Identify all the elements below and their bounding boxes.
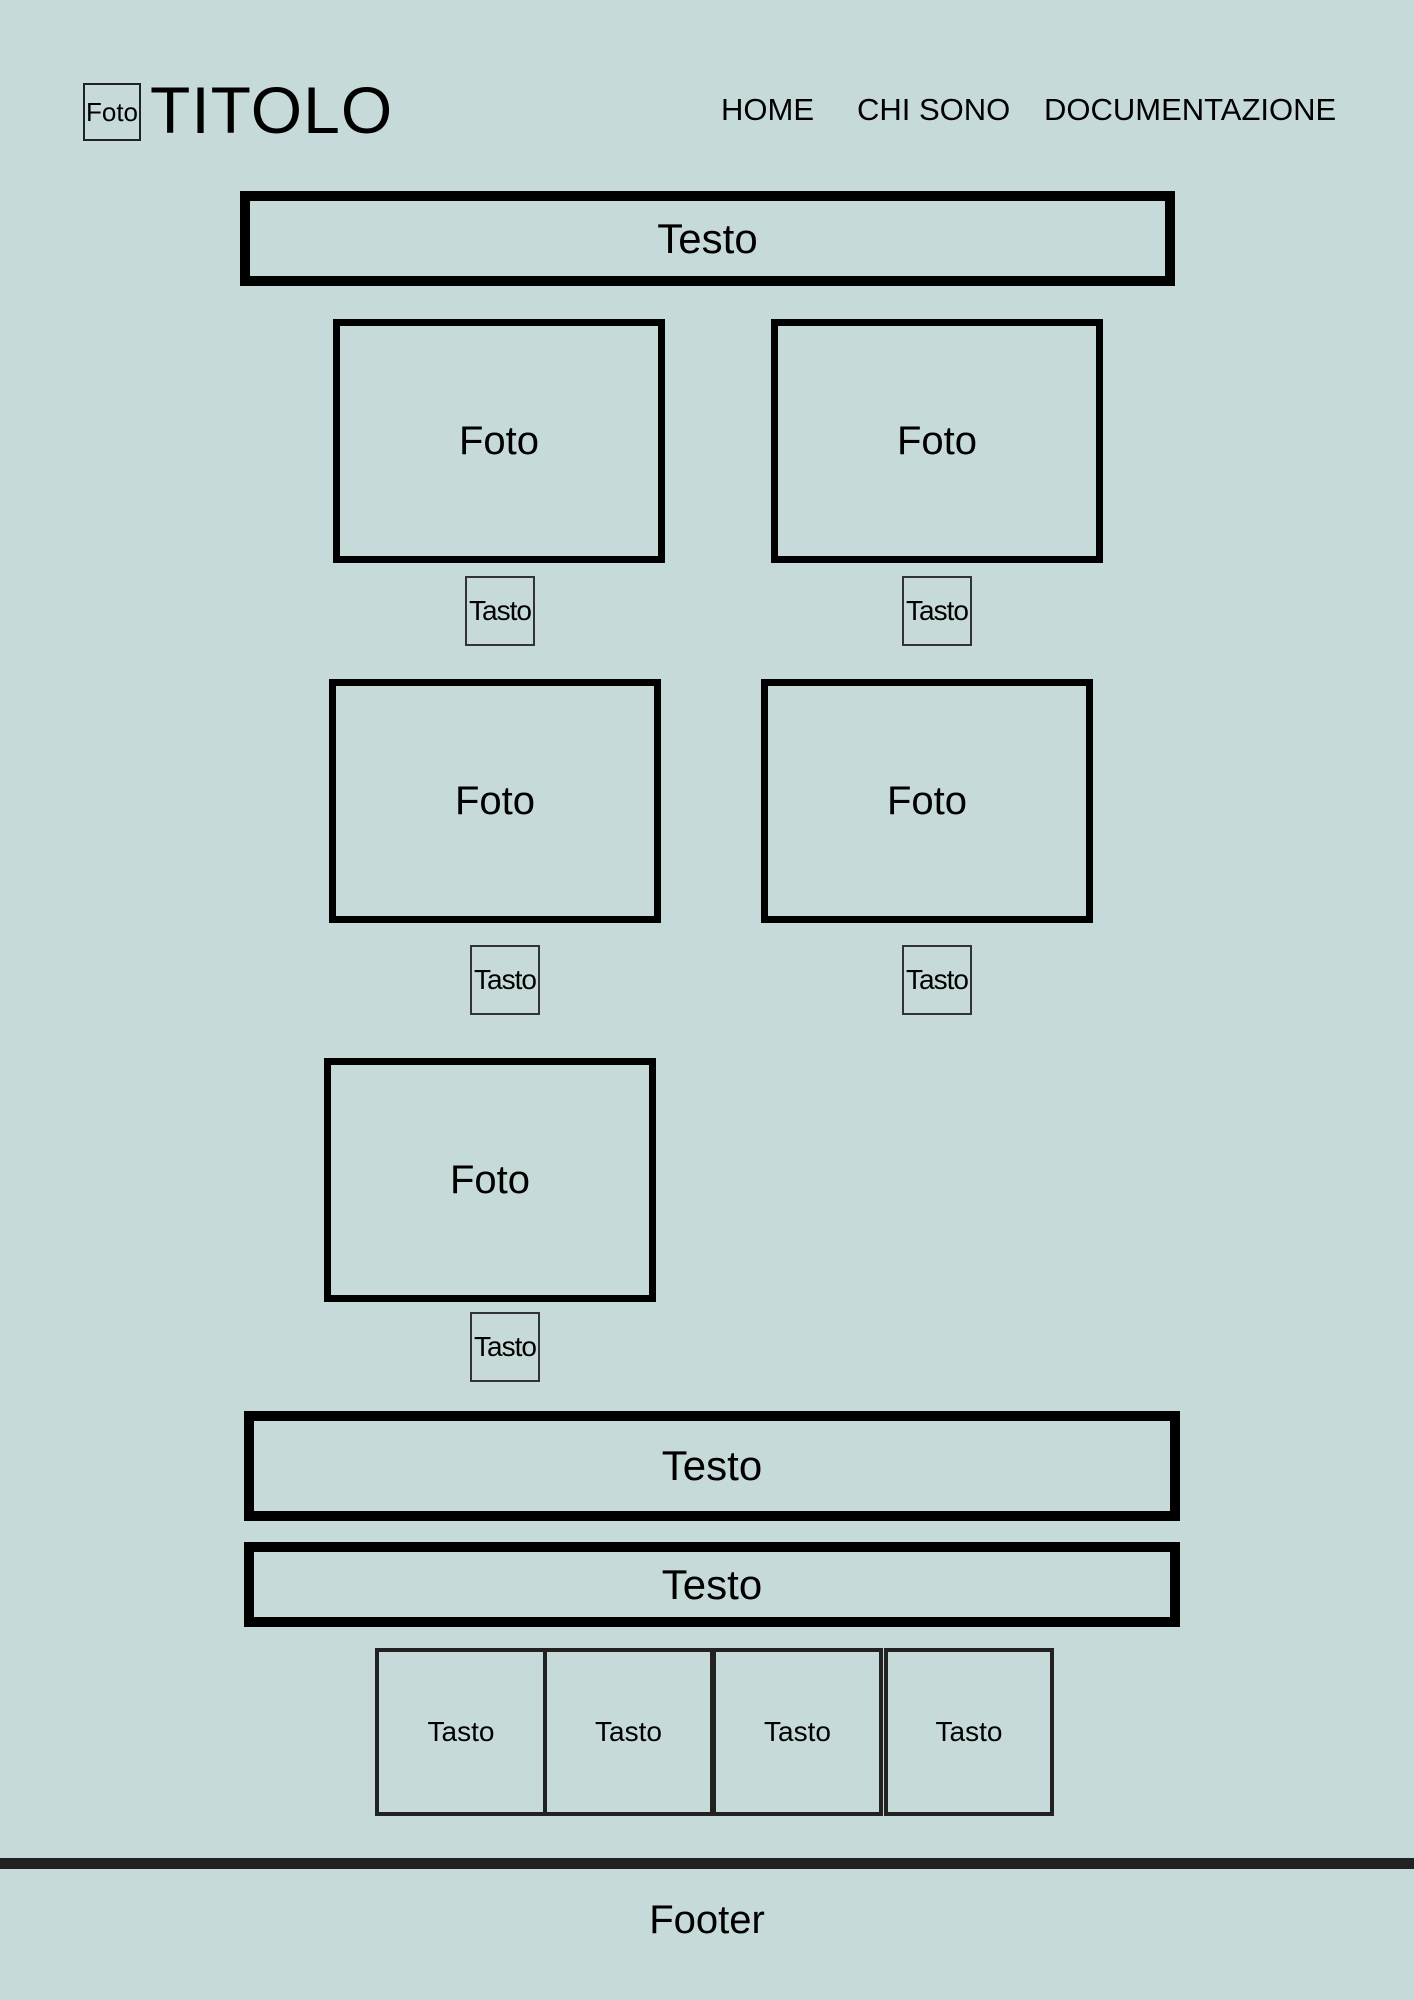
footer-label: Footer	[649, 1897, 765, 1942]
text-block-2: Testo	[244, 1542, 1180, 1627]
photo-label: Foto	[458, 418, 540, 463]
gallery-button-5[interactable]: Tasto	[470, 1312, 540, 1382]
gallery-photo-4: Foto	[761, 679, 1093, 923]
photo-label: Foto	[886, 778, 968, 823]
footer: Footer	[0, 1890, 1414, 1950]
intro-text: Testo	[657, 214, 758, 262]
text-block-label: Testo	[661, 1442, 763, 1489]
text-block-1: Testo	[244, 1411, 1180, 1521]
gallery-button-3[interactable]: Tasto	[470, 945, 540, 1015]
gallery-button-1[interactable]: Tasto	[465, 576, 535, 646]
intro-text-block: Testo	[240, 191, 1175, 286]
nav-chi-sono[interactable]: CHI SONO	[857, 92, 1011, 127]
row-button-2[interactable]: Tasto	[543, 1648, 714, 1816]
photo-label: Foto	[454, 778, 536, 823]
gallery-button-4[interactable]: Tasto	[902, 945, 972, 1015]
photo-label: Foto	[449, 1157, 531, 1202]
row-button-4[interactable]: Tasto	[884, 1648, 1054, 1816]
gallery-photo-2: Foto	[771, 319, 1103, 563]
nav-documentazione[interactable]: DOCUMENTAZIONE	[1044, 92, 1337, 127]
footer-divider	[0, 1858, 1414, 1869]
gallery-photo-5: Foto	[324, 1058, 656, 1302]
photo-label: Foto	[896, 418, 978, 463]
logo-label: Foto	[85, 96, 139, 127]
row-button-3[interactable]: Tasto	[712, 1648, 883, 1816]
site-title: TITOLO	[150, 73, 394, 147]
logo-photo-placeholder: Foto	[83, 83, 141, 141]
nav-home[interactable]: HOME	[721, 92, 814, 127]
gallery-photo-1: Foto	[333, 319, 665, 563]
text-block-label: Testo	[661, 1560, 763, 1608]
row-button-1[interactable]: Tasto	[375, 1648, 547, 1816]
gallery-button-2[interactable]: Tasto	[902, 576, 972, 646]
gallery-photo-3: Foto	[329, 679, 661, 923]
